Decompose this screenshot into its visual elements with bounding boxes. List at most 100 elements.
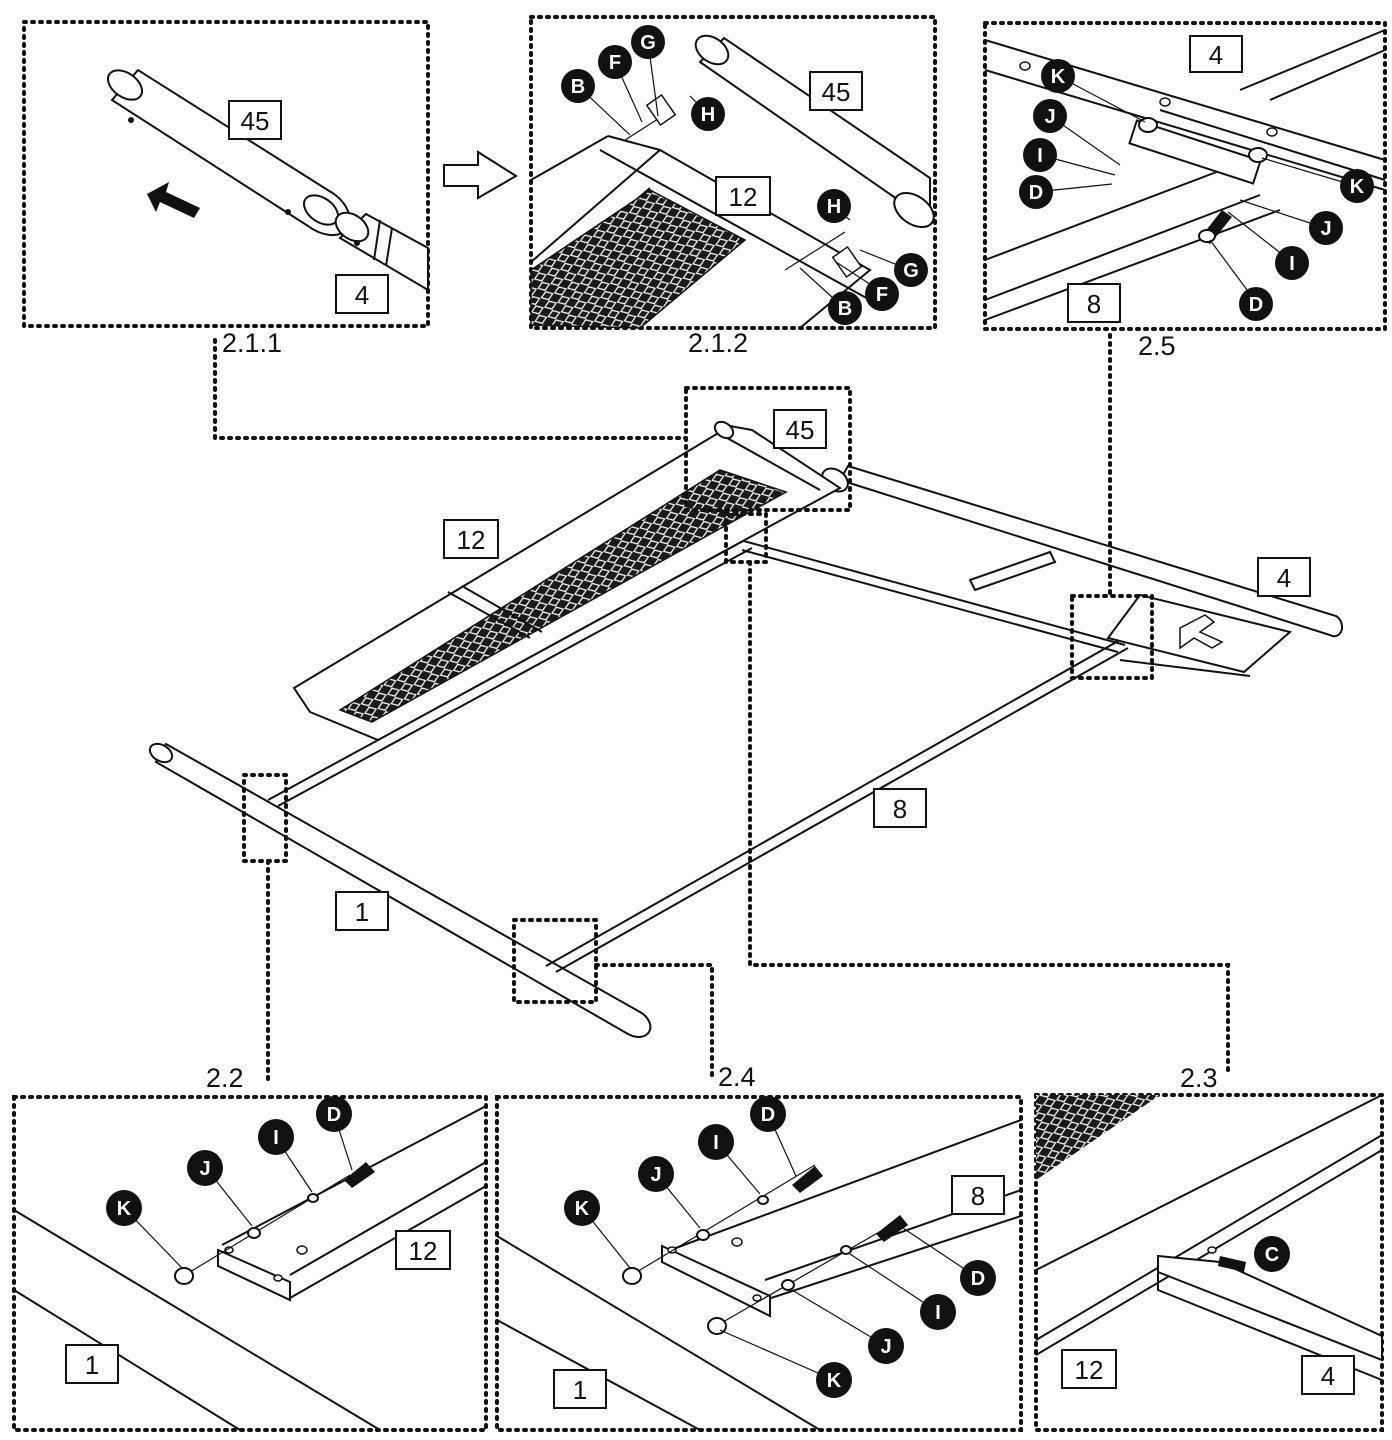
hw-d-2-5-left: D	[1019, 175, 1053, 209]
part-label-4-2-1-1: 4	[335, 274, 389, 314]
panel-2-2	[12, 1095, 488, 1432]
svg-text:J: J	[1320, 218, 1331, 240]
svg-text:45: 45	[786, 415, 815, 445]
svg-text:1: 1	[85, 1350, 99, 1380]
hw-i-2-4-top: I	[698, 1124, 734, 1160]
svg-text:K: K	[575, 1198, 590, 1220]
svg-text:D: D	[761, 1104, 775, 1126]
hw-h-2-1-2-top: H	[691, 97, 725, 131]
svg-text:K: K	[117, 1198, 132, 1220]
svg-text:45: 45	[241, 106, 270, 136]
svg-text:H: H	[827, 196, 841, 218]
part-label-12-2-1-2: 12	[715, 176, 771, 216]
hw-f-2-1-2-top: F	[598, 45, 632, 79]
panel-2-3	[1034, 1093, 1384, 1432]
step-2-2: 2.2	[206, 1063, 244, 1093]
hw-j-2-2: J	[187, 1150, 223, 1186]
hw-j-2-5-left: J	[1033, 99, 1067, 133]
hw-d-2-5-right: D	[1239, 287, 1273, 321]
svg-text:G: G	[640, 32, 656, 54]
svg-text:12: 12	[1075, 1355, 1104, 1385]
hw-g-2-1-2-top: G	[631, 25, 665, 59]
panel-2-5	[983, 21, 1387, 331]
svg-text:J: J	[1044, 106, 1055, 128]
svg-text:F: F	[876, 284, 888, 306]
part-label-1-main: 1	[335, 891, 389, 931]
svg-text:8: 8	[971, 1181, 985, 1211]
part-label-1-2-4: 1	[553, 1369, 607, 1409]
svg-text:I: I	[1037, 145, 1043, 167]
svg-text:D: D	[1249, 294, 1263, 316]
hw-i-2-2: I	[258, 1119, 294, 1155]
insert-arrow	[147, 182, 200, 218]
hw-j-2-4-bottom: J	[868, 1328, 904, 1364]
part-label-45-2-1-1: 45	[228, 100, 282, 140]
step-2-1-1: 2.1.1	[222, 328, 282, 358]
step-2-3: 2.3	[1180, 1063, 1218, 1093]
hw-i-2-5-left: I	[1023, 138, 1057, 172]
svg-text:D: D	[327, 1104, 341, 1126]
hw-g-2-1-2-bottom: G	[894, 253, 928, 287]
svg-text:4: 4	[355, 280, 369, 310]
part-label-12-2-2: 12	[395, 1230, 451, 1270]
hw-f-2-1-2-bottom: F	[865, 277, 899, 311]
hw-k-2-4-top: K	[564, 1190, 600, 1226]
svg-text:K: K	[827, 1370, 842, 1392]
svg-text:I: I	[935, 1302, 941, 1324]
part-label-4-2-5: 4	[1189, 35, 1243, 73]
svg-text:B: B	[571, 76, 585, 98]
svg-text:J: J	[199, 1158, 210, 1180]
panel-2-1-1	[22, 20, 430, 328]
hw-i-2-5-right: I	[1275, 246, 1309, 280]
tube-45-detail	[106, 68, 351, 237]
svg-text:D: D	[971, 1268, 985, 1290]
hw-k-2-2: K	[106, 1190, 142, 1226]
hw-d-2-4-bottom: D	[960, 1260, 996, 1296]
svg-text:12: 12	[729, 182, 758, 212]
svg-text:H: H	[701, 104, 715, 126]
part-label-4-2-3: 4	[1301, 1355, 1355, 1395]
svg-text:4: 4	[1321, 1361, 1335, 1391]
svg-text:J: J	[880, 1336, 891, 1358]
step-2-4: 2.4	[718, 1062, 756, 1092]
tube-1	[148, 742, 652, 1038]
hw-b-2-1-2-top: B	[561, 69, 595, 103]
svg-text:12: 12	[409, 1236, 438, 1266]
svg-text:K: K	[1350, 176, 1365, 198]
svg-text:45: 45	[822, 77, 851, 107]
svg-text:D: D	[1029, 182, 1043, 204]
hw-k-2-5-right: K	[1340, 169, 1374, 203]
hw-k-2-5-left: K	[1041, 59, 1075, 93]
part-label-1-2-2: 1	[65, 1344, 119, 1384]
part-label-45-2-1-2: 45	[809, 71, 863, 111]
svg-text:I: I	[1289, 253, 1295, 275]
main-assembly	[148, 420, 1344, 1038]
hw-j-2-5-right: J	[1309, 211, 1343, 245]
svg-text:8: 8	[893, 794, 907, 824]
panel-2-4	[495, 1095, 1023, 1432]
part-label-4-main: 4	[1257, 557, 1311, 597]
part-label-12-2-3: 12	[1061, 1349, 1117, 1389]
hw-k-2-4-bottom: K	[816, 1362, 852, 1398]
svg-text:12: 12	[457, 525, 486, 555]
next-step-arrow	[443, 150, 518, 200]
part-label-45-main: 45	[773, 409, 827, 449]
tube-4	[821, 464, 1344, 638]
svg-text:B: B	[838, 298, 852, 320]
callout-connectors	[213, 333, 1230, 1082]
svg-text:1: 1	[355, 897, 369, 927]
hw-h-2-1-2-bottom: H	[817, 189, 851, 223]
hw-j-2-4-top: J	[638, 1156, 674, 1192]
part-label-8-main: 8	[873, 788, 927, 828]
panel-2-1-2	[529, 15, 937, 330]
svg-text:I: I	[273, 1127, 279, 1149]
hw-i-2-4-bottom: I	[920, 1294, 956, 1330]
svg-text:C: C	[1265, 1244, 1279, 1266]
hw-c-2-3: C	[1254, 1236, 1290, 1272]
svg-text:J: J	[650, 1164, 661, 1186]
svg-text:G: G	[903, 260, 919, 282]
part-label-12-main: 12	[443, 519, 499, 559]
svg-text:F: F	[609, 52, 621, 74]
step-2-1-2: 2.1.2	[688, 328, 748, 358]
